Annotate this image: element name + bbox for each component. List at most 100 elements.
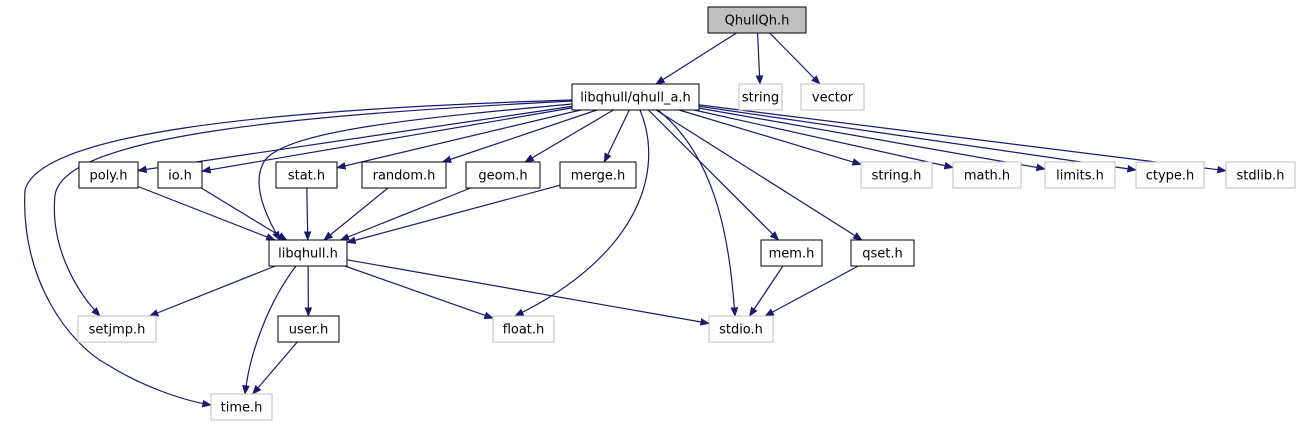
node-label: qset.h	[862, 247, 903, 262]
node-box	[465, 161, 541, 189]
node-box	[952, 161, 1022, 189]
node-mem[interactable]: mem.h	[760, 239, 823, 267]
node-box	[707, 6, 807, 34]
node-limits: limits.h	[1044, 161, 1116, 189]
node-libqhull[interactable]: libqhull.h	[268, 239, 348, 267]
node-label: geom.h	[478, 169, 527, 184]
edge-qhullqh-to-string	[755, 32, 764, 85]
node-label: libqhull/qhull_a.h	[580, 91, 691, 106]
edge-qhull_a-to-float	[514, 109, 650, 317]
node-qhull-a[interactable]: libqhull/qhull_a.h	[571, 83, 700, 111]
edge-qhull_a-to-qset	[655, 109, 863, 241]
node-box	[1044, 161, 1116, 189]
node-random[interactable]: random.h	[361, 161, 447, 189]
node-label: vector	[812, 91, 854, 106]
edge-qhull_a-to-poly	[137, 105, 573, 174]
node-time: time.h	[210, 393, 273, 421]
edge-merge-to-libqhull	[346, 184, 561, 244]
node-box	[1225, 161, 1296, 189]
node-label: stdio.h	[719, 323, 763, 338]
node-box	[78, 161, 139, 189]
node-label: merge.h	[571, 169, 625, 184]
edge-qhull_a-to-merge	[603, 109, 630, 163]
node-box	[1135, 161, 1205, 189]
node-ctype: ctype.h	[1135, 161, 1205, 189]
node-vector: vector	[800, 83, 865, 111]
edge-qhull_a-to-mem	[648, 109, 780, 241]
edge-qhull_a-to-setjmp	[53, 100, 573, 317]
node-merge[interactable]: merge.h	[559, 161, 637, 189]
edge-user-to-time	[252, 341, 298, 395]
node-label: float.h	[503, 323, 545, 338]
node-label: io.h	[168, 169, 192, 184]
node-box	[571, 83, 700, 111]
node-float: float.h	[492, 315, 555, 343]
node-label: poly.h	[89, 169, 127, 184]
edge-poly-to-libqhull	[137, 185, 276, 241]
edge-stat-to-libqhull	[303, 187, 312, 241]
node-qhullqh[interactable]: QhullQh.h	[707, 6, 807, 34]
node-label: libqhull.h	[278, 247, 338, 262]
node-label: QhullQh.h	[725, 14, 790, 29]
node-box	[277, 315, 340, 343]
node-box	[800, 83, 865, 111]
node-label: string	[742, 91, 779, 106]
node-label: stat.h	[288, 169, 325, 184]
node-box	[275, 161, 338, 189]
edge-qhull_a-to-ctype	[698, 105, 1137, 173]
node-label: setjmp.h	[89, 323, 146, 338]
edge-qhullqh-to-vector	[769, 32, 821, 85]
node-box	[77, 315, 157, 343]
edge-qset-to-stdio	[764, 265, 859, 317]
node-user[interactable]: user.h	[277, 315, 340, 343]
node-label: user.h	[289, 323, 329, 338]
node-stdlib: stdlib.h	[1225, 161, 1296, 189]
node-math: math.h	[952, 161, 1022, 189]
node-label: string.h	[872, 169, 922, 184]
node-string-h: string.h	[860, 161, 933, 189]
edge-libqhull-to-stdio	[346, 259, 710, 326]
node-box	[860, 161, 933, 189]
node-poly[interactable]: poly.h	[78, 161, 139, 189]
node-label: math.h	[964, 169, 1010, 184]
edge-libqhull-to-setjmp	[148, 265, 276, 317]
edge-qhull_a-to-stat	[336, 109, 581, 170]
node-setjmp: setjmp.h	[77, 315, 157, 343]
edge-geom-to-libqhull	[339, 187, 471, 241]
node-box	[559, 161, 637, 189]
node-io[interactable]: io.h	[157, 161, 203, 189]
node-box	[361, 161, 447, 189]
edge-mem-to-stdio	[749, 265, 784, 317]
node-box	[157, 161, 203, 189]
edge-qhull_a-to-random	[441, 109, 598, 163]
edge-qhull_a-to-stdio	[657, 109, 739, 317]
edge-libqhull-to-time	[242, 265, 297, 395]
node-box	[492, 315, 555, 343]
node-box	[760, 239, 823, 267]
node-stdio: stdio.h	[708, 315, 774, 343]
edge-io-to-libqhull	[200, 187, 288, 241]
node-geom[interactable]: geom.h	[465, 161, 541, 189]
node-string: string	[738, 83, 783, 111]
node-label: time.h	[221, 401, 263, 416]
node-stat[interactable]: stat.h	[275, 161, 338, 189]
node-label: limits.h	[1056, 169, 1104, 184]
node-box	[210, 393, 273, 421]
edge-qhull_a-to-io	[201, 107, 573, 174]
node-box	[268, 239, 348, 267]
edge-random-to-libqhull	[323, 187, 389, 241]
edge-qhull_a-to-stdlib	[698, 104, 1227, 174]
node-box	[738, 83, 783, 111]
edge-qhullqh-to-qhull_a	[655, 32, 737, 85]
edge-qhull_a-to-math	[693, 109, 954, 170]
node-box	[708, 315, 774, 343]
node-label: stdlib.h	[1237, 169, 1285, 184]
edge-qhull_a-to-time	[24, 99, 573, 408]
node-box	[850, 239, 915, 267]
edge-qhull_a-to-geom	[524, 109, 614, 163]
node-qset[interactable]: qset.h	[850, 239, 915, 267]
node-label: ctype.h	[1146, 169, 1195, 184]
file-nodes: QhullQh.h libqhull/qhull_a.h string vector p…	[77, 6, 1296, 421]
edge-libqhull-to-float	[344, 265, 494, 319]
